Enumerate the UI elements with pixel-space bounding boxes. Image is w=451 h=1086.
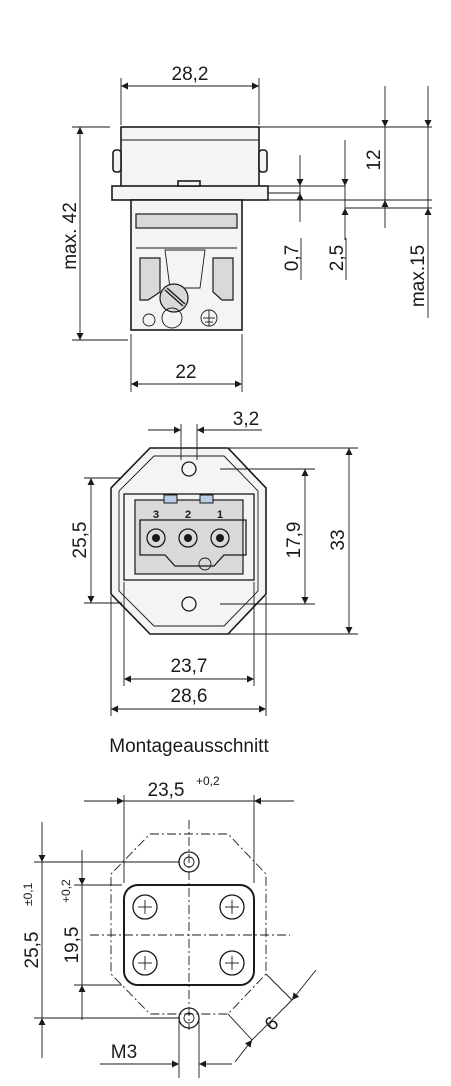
- flange: [111, 185, 269, 201]
- cutout-view: 23,5 +0,2 25,5 ±0,1 19,5 +0,2 6 M3: [21, 774, 317, 1078]
- thread-label: M3: [111, 1042, 137, 1063]
- dim-23-5: 23,5: [148, 780, 185, 801]
- dim-19-5: 19,5: [62, 927, 83, 964]
- right-latch: [258, 149, 268, 173]
- dim-23-7: 23,7: [171, 656, 208, 677]
- dim-28-2: 28,2: [172, 64, 209, 85]
- dim-max-15: max.15: [408, 245, 429, 307]
- dim-25-5: 25,5: [70, 522, 91, 559]
- flange-footprint: [110, 833, 267, 1015]
- dim-25-5-cutout: 25,5: [22, 932, 43, 969]
- front-view: 3 2 1 3,2 25,5 17,9 33 23,7: [70, 409, 358, 716]
- ground-mark-icon: [198, 557, 212, 571]
- dim-2-5: 2,5: [327, 245, 348, 271]
- left-latch: [112, 149, 122, 173]
- pin-label-3: 3: [153, 509, 159, 521]
- side-view: 28,2 max. 42 22 12 0,7 2,5: [60, 64, 432, 392]
- cutout-caption: Montageausschnitt: [109, 736, 269, 757]
- dim-12: 12: [364, 149, 385, 170]
- dim-max-42: max. 42: [60, 202, 81, 270]
- dim-19-5-tolerance: +0,2: [59, 879, 73, 903]
- connector-top-block: [120, 126, 260, 188]
- dim-33: 33: [328, 529, 349, 550]
- dim-3-2: 3,2: [233, 409, 259, 430]
- dim-22: 22: [175, 362, 196, 383]
- pin-insert: [139, 519, 247, 567]
- dim-25-5-tolerance: ±0,1: [21, 882, 35, 906]
- dim-6: 6: [261, 1013, 283, 1035]
- dim-0-7: 0,7: [282, 245, 303, 271]
- dim-23-5-tolerance: +0,2: [196, 774, 220, 788]
- socket-frame: [123, 493, 255, 581]
- pin-label-1: 1: [217, 509, 223, 521]
- mount-hole-top: [181, 461, 197, 477]
- dim-17-9: 17,9: [284, 522, 305, 559]
- mount-hole-bottom: [181, 596, 197, 612]
- pin-label-2: 2: [185, 509, 191, 521]
- dim-28-6: 28,6: [171, 686, 208, 707]
